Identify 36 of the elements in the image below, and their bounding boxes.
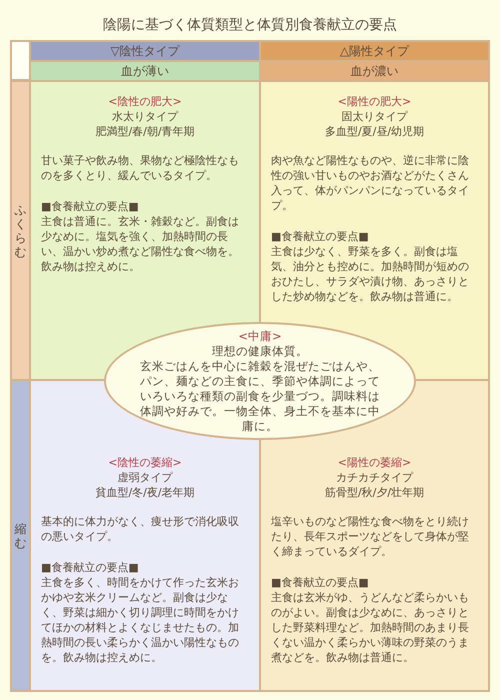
type-attributes: 多血型/夏/昼/幼児期	[324, 124, 426, 139]
type-attributes: 肥満型/春/朝/青年期	[94, 124, 196, 139]
menu-text: 主食は少なく、野菜を多く。副食は塩気、油分とも控めに。加熱時間が短めのおひたし、サラダや漬け物、あっさりとした炒め物などを。飲み物は普通に。	[271, 244, 470, 304]
type-heading: <陰性の肥大>	[107, 94, 183, 109]
type-name: 虚弱タイプ	[116, 470, 174, 485]
description-text: 肉や魚など陽性なものや、逆に非常に陰性の強い甘いものやお酒などがたくさん入って、体がパンパンになっているタイプ。	[271, 153, 470, 213]
row-header	[12, 82, 29, 379]
row-subheader: 血が薄い	[31, 62, 259, 80]
description-text: 玄米ごはんを中心に雑穀を混ぜたごはんや、パン、麺などの主食に、季節や体調によっていろいろな種類の副食を少量づつ。調味料は体調や好みで。一物全体、身土不を基本に中庸に。	[139, 358, 381, 434]
menu-text: 主食は普通に。玄米・雑穀など。副食は少なめに。塩気を強く、加熱時間の長い、温かい炒め煮など陽性な食べ物を。飲み物は控えめに。	[41, 214, 240, 274]
type-heading: <陽性の肥大>	[336, 94, 412, 109]
type-attributes: 筋骨型/秋/夕/壮年期	[324, 485, 426, 500]
type-name: 固太りタイプ	[340, 109, 409, 124]
section-heading: ■食養献立の要点■	[41, 560, 140, 575]
type-attributes: 貧血型/冬/夜/老年期	[94, 485, 196, 500]
row-subheader: 血が濃い	[261, 62, 488, 80]
row-header	[12, 381, 29, 690]
type-heading: <陰性の萎縮>	[107, 455, 183, 470]
diagram-title: 陰陽に基づく体質類型と体質別食養献立の要点	[102, 16, 398, 34]
row-label: ふくらむ	[14, 202, 26, 258]
section-heading: ■食養献立の要点■	[271, 229, 370, 244]
column-header: △陽性タイプ	[261, 42, 488, 60]
section-heading: ■食養献立の要点■	[41, 199, 140, 214]
type-heading: <中庸>	[238, 328, 282, 344]
description-text: 甘い菓子や飲み物、果物など極陰性なものを多くとり、緩んでいるタイプ。	[41, 153, 240, 183]
column-header: ▽陰性タイプ	[31, 42, 259, 60]
description-text: 基本的に体力がなく、痩せ形で消化吸収の悪いタイプ。	[41, 514, 240, 544]
section-heading: ■食養献立の要点■	[271, 575, 370, 590]
type-name: カチカチタイプ	[335, 470, 414, 485]
row-label: 縮む	[14, 522, 26, 550]
summary-text: 理想の健康体質。	[212, 344, 308, 358]
type-name: 水太りタイプ	[111, 109, 180, 124]
menu-text: 主食を多く、時間をかけて作った玄米おかゆや玄米クリームなど。副食は少なく、野菜は細かく切り調理に時間をかけてほかの材料とよくなじませたもの。加熱時間の長い柔らかく温かい陽性なものを。飲み物は控えめに。	[41, 575, 240, 665]
type-heading: <陽性の萎縮>	[336, 455, 412, 470]
menu-text: 主食は玄米がゆ、うどんなど柔らかいものがよい。副食は少なめに、あっさりとした野菜料理など。加熱時間のあまり長くない温かく柔らかい薄味の野菜のうま煮などを。飲み物は普通に。	[271, 590, 470, 665]
description-text: 塩辛いものなど陽性な食べ物をとり続けたり、長年スポーツなどをして身体が堅く締まっているダイプ。	[271, 514, 470, 559]
